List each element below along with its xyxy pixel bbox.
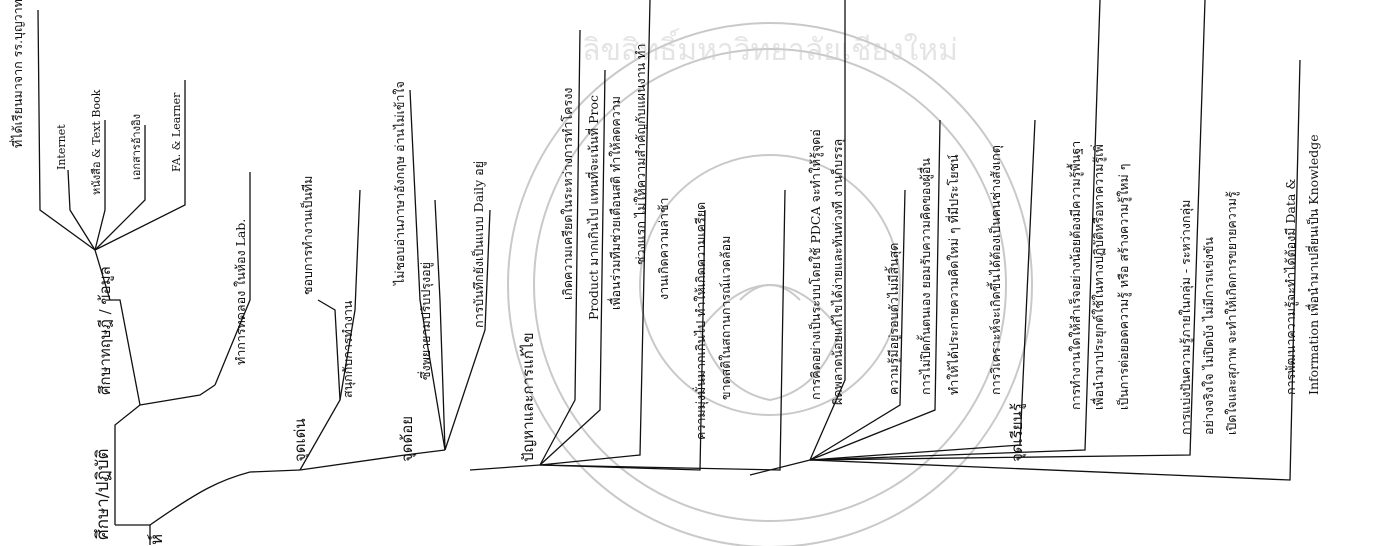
learning-item-2: ผิดพลาดน้อยแก้ไขได้ง่ายและทันท่วงที งานก… — [830, 139, 846, 405]
strength-label: จุดเด่น — [291, 418, 310, 462]
problem-item-2: Product มากเกินไป แทนที่จะเน้นที่ Proc — [585, 95, 601, 320]
strength-item-2: สนุกกับการทำงาน — [340, 300, 356, 398]
weakness-item-1: ไม่ชอบอ่านภาษาอังกฤษ อ่านไม่เข้าใจ — [392, 81, 407, 286]
learning-item-9: เป็นการต่อยอดความรู้ หรือ สร้างความรู้ให… — [1116, 164, 1132, 410]
branch-lines — [37, 0, 1301, 545]
learning-item-6: การวิเคราะห์จะเกิดขึ้นได้ต้องเป็นคนช่างส… — [986, 145, 1004, 395]
learning-item-11: อย่างจริงใจ ไม่ปิดบัง ไม่มีการแข่งขัน — [1201, 237, 1216, 435]
source-internet: Internet — [55, 124, 68, 170]
source-top: ที่ได้เรียนมาจาก รร.บุญวาทย์ — [9, 0, 26, 148]
learning-item-4: การไม่ปิดกั้นตนเอง ยอมรับความคิดของผู้อื… — [916, 158, 934, 395]
study-label: ศึกษา/ปฏิบัติ — [93, 448, 113, 540]
learning-item-13: การพัฒนาความรู้จะทำได้ต้องมี Data & — [1283, 179, 1299, 395]
problem-item-5: งานเกิดความล่าช้า — [656, 198, 671, 300]
source-fa-learner: FA. & Learner — [170, 92, 183, 172]
learning-item-5: ทำให้ได้ประกายความคิดใหม่ ๆ ที่มีประโยชน… — [945, 154, 961, 395]
watermark-ring-text: ลิขสิทธิ์มหาวิทยาลัยเชียงใหม่ — [582, 28, 958, 68]
learning-item-12: เปิดใจและสุภาพ จะทำให้เกิดการขยายความรู้ — [1224, 191, 1240, 435]
watermark-seal: ลิขสิทธิ์มหาวิทยาลัยเชียงใหม่ — [507, 22, 1033, 546]
learning-item-1: การคิดอย่างเป็นระบบโดยใช้ PDCA จะทำให้รู… — [808, 129, 824, 400]
learning-item-14: Information เพื่อนำมาเปลี่ยนเป็น Knowled… — [1305, 134, 1321, 395]
weakness-item-2: ซึ่งพยายามปรับปรุงอยู่ — [417, 262, 434, 380]
weakness-label: จุดด้อย — [398, 416, 417, 462]
root-label: ห์ — [147, 534, 167, 545]
learning-item-7: การทำงานใดให้สำเร็จอย่างน้อยต้องมีความรู… — [1066, 141, 1084, 410]
problem-item-1: เกิดความเครียดในระหว่างการทำโครงง — [560, 88, 575, 300]
problem-item-3: เพื่อนร่วมทีมช่วยเตือนสติ ทำให้ลดความ — [607, 96, 623, 310]
problem-item-6: ความมุ่งมั่นมากเกินไป ทำให้เกิดความเครีย… — [692, 202, 709, 440]
learning-item-10: การแบ่งปันความรู้ภายในกลุ่ม - ระหว่างกลุ… — [1178, 200, 1194, 435]
learning-item-8: เพื่อนำมาประยุกต์ใช้ในทางปฏิบัติหรือหาคว… — [1090, 144, 1107, 410]
source-textbook: หนังสือ & Text Book — [90, 89, 103, 195]
source-reference: เอกสารอ้างอิง — [130, 114, 143, 180]
theory-label: ศึกษาทฤษฎี / ข้อมูล — [96, 266, 114, 395]
problem-item-7: ขาดสติในสถานการณ์แวดล้อม — [718, 236, 733, 400]
problem-item-4: ช่วงแรก ไม่ให้ความสำคัญกับแผนงาน ทำ — [633, 44, 648, 265]
weakness-item-3: การบันทึกยังเป็นแบบ Daily อยู่ — [471, 161, 487, 328]
lab-label: ทำการทดลอง ในห้อง Lab. — [233, 219, 248, 365]
learning-label: จุดเรียนรู้ — [1008, 403, 1027, 462]
learning-item-3: ความรู้มีอยู่รอบตัวไม่มีสิ้นสุด — [884, 243, 902, 395]
strength-item-1: ชอบการทำงานเป็นทีม — [300, 176, 315, 295]
problems-label: ปัญหาและการแก้ไข — [519, 332, 537, 462]
